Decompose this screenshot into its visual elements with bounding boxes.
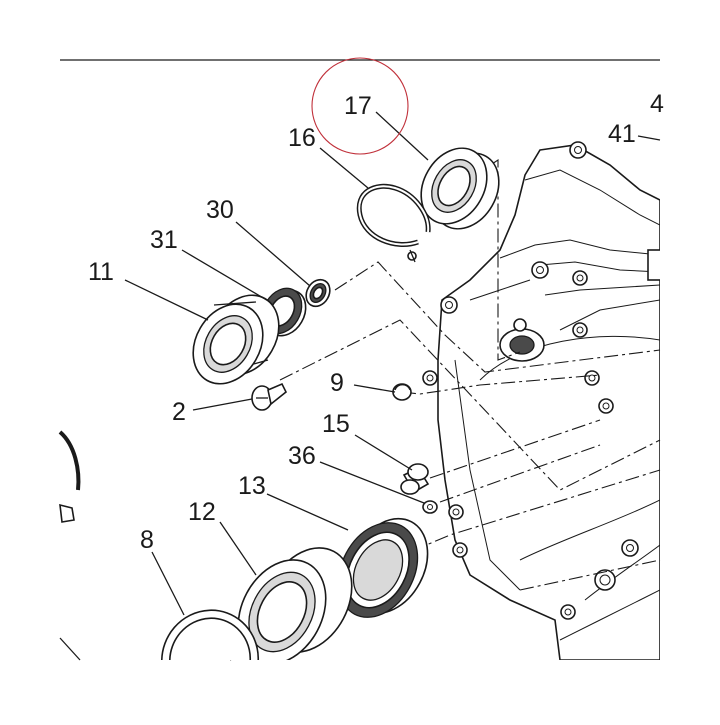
part-2-screw — [251, 382, 288, 411]
callout-11: 11 — [88, 258, 114, 286]
callout-13: 13 — [238, 472, 266, 500]
callout-31: 31 — [150, 226, 178, 254]
part-11-bearing — [192, 294, 280, 385]
callout-17: 17 — [344, 92, 372, 120]
callout-36: 36 — [288, 442, 316, 470]
part-17-bearing — [420, 147, 500, 230]
leader-lines — [124, 111, 661, 616]
part-15-pin — [400, 463, 430, 495]
part-12-bearing — [237, 547, 353, 660]
callout-9: 9 — [330, 369, 344, 397]
part-9-dowel — [392, 383, 412, 401]
callout-12: 12 — [188, 498, 216, 526]
part-16-circlip — [356, 183, 431, 263]
callout-2: 2 — [172, 398, 186, 426]
part-36-pin — [422, 500, 438, 514]
callout-30: 30 — [206, 196, 234, 224]
part-8-washer — [160, 609, 260, 660]
callout-4: 4 — [650, 90, 664, 118]
callout-labels: 17 16 41 4 30 31 11 9 2 15 36 13 12 8 — [88, 90, 664, 554]
part-30-ring — [305, 278, 331, 308]
crankcase-cover — [422, 141, 660, 660]
callout-41: 41 — [608, 120, 636, 148]
callout-16: 16 — [288, 124, 316, 152]
part-13-seal — [337, 517, 429, 618]
callout-8: 8 — [140, 526, 154, 554]
left-edge-fragment — [58, 430, 81, 661]
highlight-circle-17 — [311, 57, 409, 155]
callout-15: 15 — [322, 410, 350, 438]
